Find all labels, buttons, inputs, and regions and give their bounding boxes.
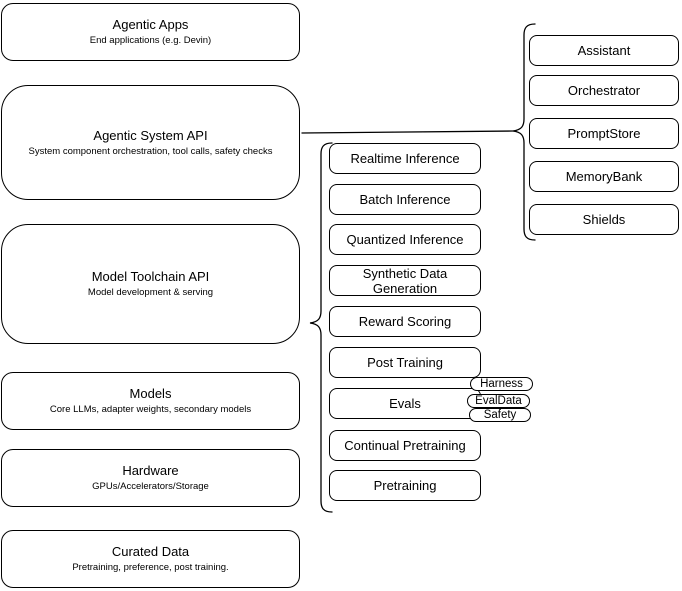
layer-title: Models: [129, 386, 172, 401]
toolchain-box-post-training: Post Training: [329, 347, 481, 378]
layer-box-agentic-apps: Agentic Apps End applications (e.g. Devi…: [1, 3, 300, 61]
layer-subtitle: End applications (e.g. Devin): [89, 35, 212, 46]
toolchain-box-continual-pretraining: Continual Pretraining: [329, 430, 481, 461]
toolchain-box-realtime-inference: Realtime Inference: [329, 143, 481, 174]
toolchain-box-evals: Evals: [329, 388, 481, 419]
toolchain-box-quantized-inference: Quantized Inference: [329, 224, 481, 255]
layer-box-curated-data: Curated Data Pretraining, preference, po…: [1, 530, 300, 588]
layer-title: Agentic Apps: [112, 17, 189, 32]
eval-tag-harness: Harness: [470, 377, 533, 391]
system-connector-line: [301, 130, 514, 134]
layer-title: Agentic System API: [93, 127, 208, 143]
system-box-shields: Shields: [529, 204, 679, 235]
layer-box-models: Models Core LLMs, adapter weights, secon…: [1, 372, 300, 430]
layer-subtitle: Core LLMs, adapter weights, secondary mo…: [49, 404, 252, 415]
layer-subtitle: GPUs/Accelerators/Storage: [92, 481, 209, 492]
system-box-assistant: Assistant: [529, 35, 679, 66]
layer-title: Hardware: [122, 463, 179, 478]
layer-subtitle: Pretraining, preference, post training.: [72, 562, 229, 573]
toolchain-box-synthetic-data-generation: Synthetic Data Generation: [329, 265, 481, 296]
layer-subtitle: System component orchestration, tool cal…: [28, 145, 273, 157]
toolchain-brace: [309, 142, 333, 513]
layer-subtitle: Model development & serving: [87, 287, 214, 298]
layer-box-model-toolchain-api: Model Toolchain API Model development & …: [1, 224, 300, 344]
toolchain-box-batch-inference: Batch Inference: [329, 184, 481, 215]
eval-tag-safety: Safety: [469, 408, 531, 422]
toolchain-box-pretraining: Pretraining: [329, 470, 481, 501]
eval-tag-evaldata: EvalData: [467, 394, 530, 408]
toolchain-box-reward-scoring: Reward Scoring: [329, 306, 481, 337]
layer-box-agentic-system-api: Agentic System API System component orch…: [1, 85, 300, 200]
layer-box-hardware: Hardware GPUs/Accelerators/Storage: [1, 449, 300, 507]
system-box-promptstore: PromptStore: [529, 118, 679, 149]
system-box-memorybank: MemoryBank: [529, 161, 679, 192]
system-box-orchestrator: Orchestrator: [529, 75, 679, 106]
layer-title: Curated Data: [111, 544, 190, 559]
layer-title: Model Toolchain API: [91, 269, 210, 284]
